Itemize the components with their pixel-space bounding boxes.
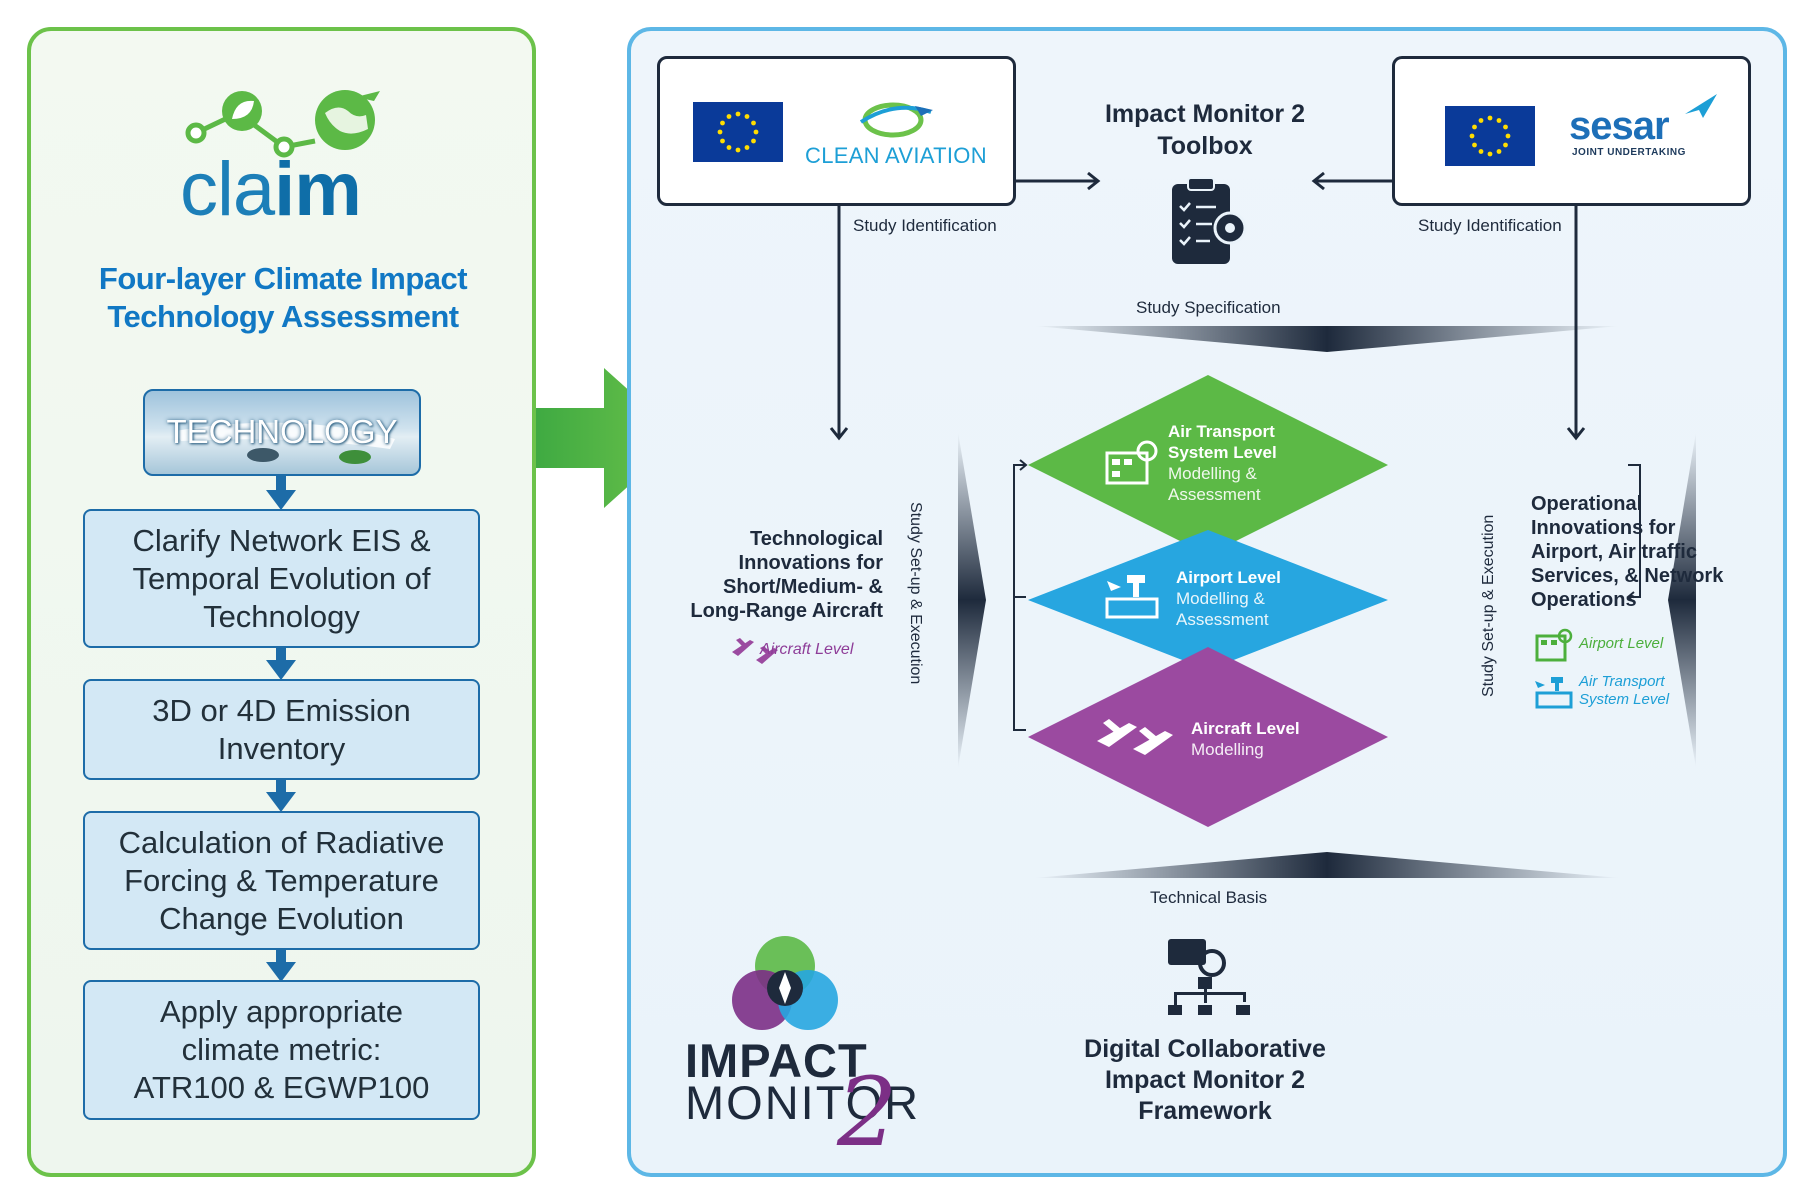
impact-monitor-logo-icon	[732, 936, 838, 1030]
aircraft-level-diamond	[1028, 647, 1388, 827]
right-flow-connectors	[829, 171, 1696, 878]
ats-level-diamond	[1028, 375, 1388, 555]
study-spec-chevron	[1034, 326, 1620, 352]
technology-box: TECHNOLOGY	[143, 389, 421, 476]
airplane-photo-icon	[175, 422, 395, 464]
eu-flag-icon	[693, 102, 783, 162]
sesar-plane-icon	[1685, 94, 1717, 118]
framework-network-icon	[1168, 939, 1250, 1015]
claim-wordmark: claim	[180, 147, 362, 232]
sesar-label: sesar	[1569, 104, 1670, 148]
clean-aviation-logo-icon	[859, 102, 933, 138]
study-identification-right: Study Identification	[1418, 216, 1562, 235]
left-panel-title: Four-layer Climate Impact Technology Ass…	[98, 261, 468, 334]
setup-left-chevron	[958, 432, 986, 768]
airport-level-small-icon	[1535, 677, 1573, 709]
airport-level-text: Airport Level Modelling & Assessment	[1176, 568, 1281, 629]
claim-logo-graphic	[185, 90, 380, 158]
airport-level-diamond	[1028, 530, 1388, 670]
technological-innovations-text: Technological Innovations for Short/Medi…	[690, 528, 883, 622]
ats-level-small-icon	[1535, 628, 1573, 662]
toolbox-title: Impact Monitor 2 Toolbox	[1104, 100, 1305, 160]
technical-basis-chevron	[1034, 852, 1620, 878]
study-specification-label: Study Specification	[1136, 298, 1281, 317]
setup-execution-left: Study Set-up & Execution	[907, 502, 924, 685]
operational-innovations-text: Operational Innovations for Airport, Air…	[1531, 493, 1724, 611]
aircraft-level-small-icon	[732, 638, 778, 664]
technology-label: TECHNOLOGY	[166, 413, 398, 450]
setup-right-chevron	[1668, 432, 1696, 768]
step-network-eis: Clarify Network EIS &Temporal Evolution …	[83, 509, 480, 648]
ats-level-text: Air Transport System Level Modelling & A…	[1168, 422, 1277, 504]
impact-monitor-two: 2	[837, 1058, 898, 1168]
ats-level-tag: Air Transport System Level	[1579, 673, 1670, 708]
study-identification-left: Study Identification	[853, 216, 997, 235]
sesar-subtitle: JOINT UNDERTAKING	[1572, 147, 1686, 158]
eu-flag-icon	[1445, 106, 1535, 166]
clean-aviation-label: CLEAN AVIATION	[805, 143, 987, 168]
impact-monitor-wordmark: IMPACT MONITOR	[685, 1034, 921, 1129]
clipboard-gear-icon	[1172, 177, 1247, 264]
aircraft-level-text: Aircraft Level Modelling	[1191, 719, 1300, 759]
technical-basis-label: Technical Basis	[1150, 888, 1268, 907]
aircraft-icon	[1097, 719, 1173, 755]
airport-level-tag: Airport Level	[1579, 635, 1664, 652]
airport-tower-icon	[1105, 575, 1159, 619]
ats-network-icon	[1105, 440, 1158, 485]
left-flow-arrows	[266, 476, 296, 982]
framework-title: Digital Collaborative Impact Monitor 2 F…	[1084, 1035, 1326, 1125]
level-diamonds	[1028, 375, 1388, 827]
setup-execution-right: Study Set-up & Execution	[1480, 514, 1497, 697]
aircraft-level-tag: Aircraft Level	[760, 641, 854, 658]
big-right-arrow-icon	[536, 368, 682, 508]
